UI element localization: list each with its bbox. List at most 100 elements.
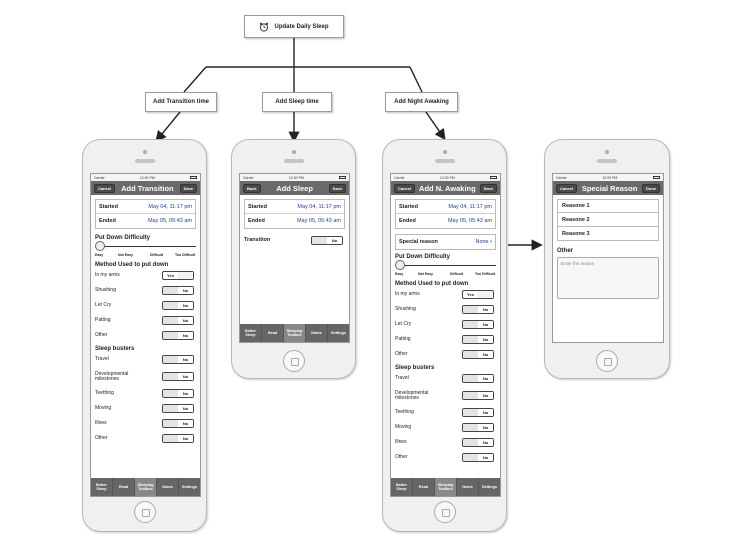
no-toggle[interactable]: No [462, 335, 494, 344]
toggle-thumb [163, 332, 178, 339]
buster-label: Other [95, 435, 108, 441]
special-reason-row[interactable]: Special reason None › [396, 235, 495, 249]
page-title: Add N. Awaking [419, 183, 476, 193]
battery-icon [190, 176, 197, 179]
cancel-button[interactable]: Cancel [94, 183, 116, 193]
no-toggle[interactable]: No [462, 320, 494, 329]
toggle-state: No [478, 306, 493, 313]
no-toggle[interactable]: No [162, 404, 194, 413]
ended-row[interactable]: Ended May 05, 05:43 am [96, 214, 195, 228]
no-toggle[interactable]: No [162, 316, 194, 325]
carrier-label: Carrier [243, 175, 254, 180]
toggle-state: No [478, 409, 493, 416]
started-row[interactable]: Started May 04, 11:17 pm [396, 200, 495, 214]
no-toggle[interactable]: No [162, 331, 194, 340]
no-toggle[interactable]: No [462, 453, 494, 462]
difficulty-title: Put Down Difficulty [95, 235, 150, 241]
home-button[interactable] [596, 350, 618, 372]
tick-not-easy: Not Easy [118, 253, 133, 257]
save-button[interactable]: Save [328, 183, 346, 193]
ended-row[interactable]: Ended May 05, 05:43 am [396, 214, 495, 228]
toggle-thumb [163, 405, 178, 412]
difficulty-slider[interactable]: Easy Not Easy Difficult Too Difficult [395, 260, 496, 276]
no-toggle[interactable]: No [162, 419, 194, 428]
transition-row: Transition No [240, 233, 349, 248]
reason-option-1[interactable]: Reasone 1 [557, 199, 659, 213]
tab-settings[interactable]: Settings [331, 330, 346, 335]
method-label: In my arms [395, 291, 420, 297]
screen-add-night-awaking: Carrier 12:00 PM Cancel Add N. Awaking S… [390, 173, 501, 497]
reason-option-3[interactable]: Reasone 3 [557, 227, 659, 241]
toggle-state: No [478, 439, 493, 446]
yes-toggle[interactable]: Yes [462, 290, 494, 299]
tab-settings[interactable]: Settings [482, 484, 497, 489]
tab-notes[interactable]: Notes [457, 478, 479, 496]
no-toggle[interactable]: No [462, 305, 494, 314]
arrow-to-night [425, 111, 446, 141]
save-button[interactable]: Save [479, 183, 497, 193]
toggle-state: Yes [467, 292, 474, 297]
method-row-shushing: Shushing No [391, 302, 500, 317]
no-toggle[interactable]: No [462, 350, 494, 359]
toggle-thumb [163, 302, 178, 309]
tab-read[interactable]: Read [262, 324, 284, 342]
no-toggle[interactable]: No [162, 389, 194, 398]
started-row[interactable]: Started May 04, 11:17 pm [96, 200, 195, 214]
home-button[interactable] [433, 501, 456, 523]
tab-read[interactable]: Read [113, 478, 135, 496]
buster-label: Illnes [95, 420, 107, 426]
home-button[interactable] [133, 501, 156, 523]
no-toggle[interactable]: No [162, 434, 194, 443]
no-toggle[interactable]: No [462, 374, 494, 383]
no-toggle[interactable]: No [462, 408, 494, 417]
battery-icon [490, 176, 497, 179]
slider-knob[interactable] [395, 260, 405, 270]
ended-row[interactable]: Ended May 05, 05:43 am [245, 214, 344, 228]
no-toggle[interactable]: No [162, 355, 194, 364]
no-toggle[interactable]: No [462, 391, 494, 400]
back-button[interactable]: Back [243, 183, 261, 193]
status-bar: Carrier 12:00 PM [553, 174, 663, 181]
save-button[interactable]: Save [179, 183, 197, 193]
no-toggle[interactable]: No [462, 423, 494, 432]
started-row[interactable]: Started May 04, 11:17 pm [245, 200, 344, 214]
cancel-button[interactable]: Cancel [394, 183, 416, 193]
connector-left [183, 66, 207, 93]
yes-toggle[interactable]: Yes [162, 271, 194, 280]
tab-sleeping-toolbox[interactable]: Sleeping Toolbox [435, 478, 457, 496]
special-reason-value: None [475, 239, 489, 245]
tab-notes[interactable]: Notes [157, 478, 179, 496]
buster-label: Other [395, 454, 408, 460]
tab-better-sleep[interactable]: Better Sleep [91, 478, 113, 496]
started-value: May 04, 11:17 pm [297, 203, 341, 210]
tab-sleeping-toolbox[interactable]: Sleeping Toolbox [135, 478, 157, 496]
no-toggle[interactable]: No [162, 286, 194, 295]
reason-list: Reasone 1 Reasone 2 Reasone 3 [557, 199, 659, 241]
buster-label: Travel [95, 356, 109, 362]
tab-settings[interactable]: Settings [182, 484, 197, 489]
camera [291, 150, 296, 154]
difficulty-slider[interactable]: Easy Not Easy Difficult Too Difficult [95, 241, 196, 257]
slider-knob[interactable] [95, 241, 105, 251]
home-button[interactable] [282, 350, 305, 372]
no-toggle[interactable]: No [162, 372, 194, 381]
no-toggle[interactable]: No [462, 438, 494, 447]
add-night-awaking-box: Add Night Awaking [385, 92, 458, 112]
tick-too-difficult: Too Difficult [475, 272, 496, 276]
done-button[interactable]: Done [642, 183, 660, 193]
tab-read[interactable]: Read [413, 478, 435, 496]
tab-notes[interactable]: Notes [306, 324, 328, 342]
cancel-button[interactable]: Cancel [556, 183, 578, 193]
toggle-state: No [178, 373, 193, 380]
buster-label: Moving [395, 424, 412, 430]
no-toggle[interactable]: No [311, 236, 343, 245]
tab-better-sleep[interactable]: Better Sleep [391, 478, 413, 496]
method-row-patting: Patting No [391, 332, 500, 347]
other-title: Other [557, 248, 574, 254]
reason-option-2[interactable]: Reasone 2 [557, 213, 659, 227]
reason-textarea[interactable]: Enter the reason [557, 257, 659, 299]
no-toggle[interactable]: No [162, 301, 194, 310]
buster-row-other: Other No [91, 431, 200, 446]
tab-better-sleep[interactable]: Better Sleep [240, 324, 262, 342]
tab-sleeping-toolbox[interactable]: Sleeping Toolbox [284, 324, 306, 342]
